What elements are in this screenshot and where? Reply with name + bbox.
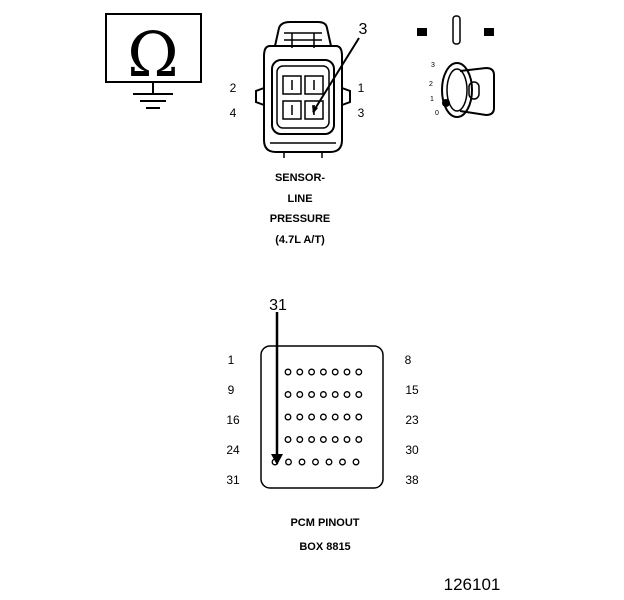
pcm-pin-cavity bbox=[331, 368, 339, 376]
pcm-left-pin-1: 1 bbox=[228, 353, 235, 367]
key-position-0: 0 bbox=[435, 110, 439, 117]
pcm-pin-cavity bbox=[355, 391, 363, 398]
pcm-callout-label: 31 bbox=[269, 297, 287, 314]
pcm-pin-cavity bbox=[343, 413, 351, 421]
pcm-pin-cavity bbox=[343, 368, 351, 376]
sensor-pin-4: 4 bbox=[230, 106, 237, 120]
pcm-pin-cavity bbox=[319, 413, 327, 421]
pcm-pin-cavity bbox=[308, 413, 316, 421]
pcm-right-pin-23: 23 bbox=[405, 413, 419, 427]
pcm-pin-cavity bbox=[312, 458, 319, 466]
pcm-right-pin-15: 15 bbox=[405, 383, 419, 397]
pcm-pin-cavity bbox=[284, 391, 292, 398]
pcm-pin-cavity bbox=[355, 368, 363, 376]
sensor-pin-2: 2 bbox=[230, 81, 237, 95]
pcm-pin-cavity bbox=[296, 368, 304, 376]
ohm-symbol: Ω bbox=[127, 18, 178, 91]
pcm-pin-cavity bbox=[339, 458, 346, 466]
pcm-pin-cavity bbox=[296, 413, 304, 421]
pcm-left-pin-9: 9 bbox=[228, 383, 235, 397]
pcm-pin-cavity bbox=[325, 458, 333, 466]
pcm-pin-cavity bbox=[331, 391, 339, 398]
pcm-pin-cavity bbox=[284, 413, 292, 421]
figure-number: 126101 bbox=[444, 575, 501, 594]
pcm-pin-cavity bbox=[319, 436, 327, 443]
pcm-left-pin-24: 24 bbox=[226, 443, 240, 457]
sensor-connector bbox=[255, 21, 360, 158]
pcm-pin-cavity bbox=[284, 436, 292, 443]
pcm-pin-cavity bbox=[308, 436, 316, 443]
sensor-callout-label: 3 bbox=[359, 21, 368, 38]
pcm-pin-cavity bbox=[331, 436, 339, 443]
pcm-left-pin-16: 16 bbox=[226, 413, 240, 427]
key-position-2: 2 bbox=[429, 81, 433, 88]
pcm-right-pin-30: 30 bbox=[405, 443, 419, 457]
ohmmeter-icon: Ω bbox=[105, 13, 202, 109]
pcm-pin-cavity bbox=[308, 391, 316, 398]
pcm-pin-cavity bbox=[355, 436, 363, 443]
key-position-3: 3 bbox=[431, 62, 435, 69]
pcm-caption-line-1: PCM PINOUT bbox=[290, 517, 359, 529]
pcm-pin-cavity bbox=[355, 413, 363, 421]
pcm-pin-cavity bbox=[343, 391, 351, 398]
sensor-caption-line-4: (4.7L A/T) bbox=[275, 234, 325, 246]
key-position-1: 1 bbox=[430, 96, 434, 103]
pcm-connector bbox=[260, 312, 384, 489]
sensor-pin-1: 1 bbox=[358, 81, 365, 95]
pcm-pin-cavity bbox=[296, 436, 304, 443]
ignition-key-icon bbox=[417, 15, 495, 118]
pcm-pin-cavity bbox=[343, 436, 351, 443]
sensor-caption-line-1: SENSOR- bbox=[275, 172, 325, 184]
pcm-right-pin-8: 8 bbox=[405, 353, 412, 367]
sensor-caption-line-2: LINE bbox=[287, 193, 312, 205]
pcm-pin-cavity bbox=[285, 458, 292, 466]
sensor-caption-line-3: PRESSURE bbox=[270, 213, 331, 225]
pcm-right-pin-38: 38 bbox=[405, 473, 419, 487]
pcm-pin-cavity bbox=[331, 413, 339, 421]
pcm-pin-cavity bbox=[319, 368, 327, 376]
pcm-pin-cavity bbox=[296, 391, 304, 398]
pcm-left-pin-31: 31 bbox=[226, 473, 240, 487]
sensor-pin-3: 3 bbox=[358, 106, 365, 120]
pcm-pin-cavity bbox=[352, 458, 360, 466]
pcm-pin-cavity bbox=[319, 391, 327, 398]
pcm-caption-line-2: BOX 8815 bbox=[299, 541, 350, 553]
pcm-pin-cavity bbox=[308, 368, 316, 376]
pcm-pin-cavity bbox=[298, 458, 306, 466]
pcm-pin-grid bbox=[271, 368, 363, 466]
pcm-pin-cavity bbox=[284, 368, 292, 376]
